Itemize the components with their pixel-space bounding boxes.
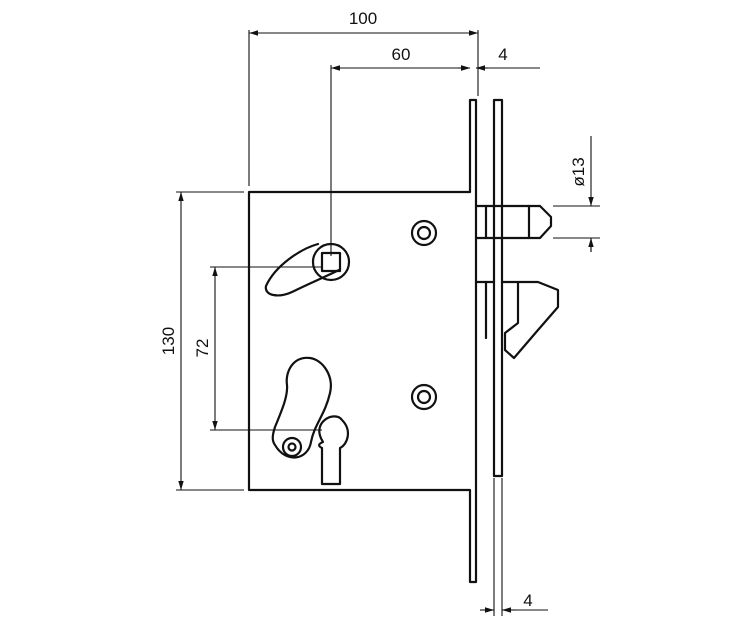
strike-plate [492,98,504,478]
dim-body-height: 130 [159,191,244,491]
lever-pivot [281,436,303,458]
dim-label-bolt-diameter: ø13 [569,157,588,186]
dim-total-width: 100 [248,9,479,186]
dim-label-strike-thickness: 4 [523,591,532,610]
follower-lever [264,242,351,297]
dim-label-center-distance: 72 [193,339,212,358]
dim-bolt-diameter: ø13 [553,136,600,252]
hook-latch [474,280,560,360]
lock-body-outline [247,98,478,584]
dim-backset: 60 [330,45,470,256]
dim-label-faceplate-thickness: 4 [498,45,507,64]
s-lever [271,356,332,459]
dim-strike-thickness: 4 [480,478,548,616]
dim-faceplate-thickness: 4 [458,45,540,71]
dim-center-distance: 72 [193,266,322,431]
dim-label-body-height: 130 [159,327,178,355]
rivet-top [410,219,438,247]
dim-label-backset: 60 [392,45,411,64]
dim-label-total-width: 100 [349,9,377,28]
rivet-bottom [410,383,438,411]
round-bolt [474,204,553,240]
cylinder-cutout [318,415,349,486]
